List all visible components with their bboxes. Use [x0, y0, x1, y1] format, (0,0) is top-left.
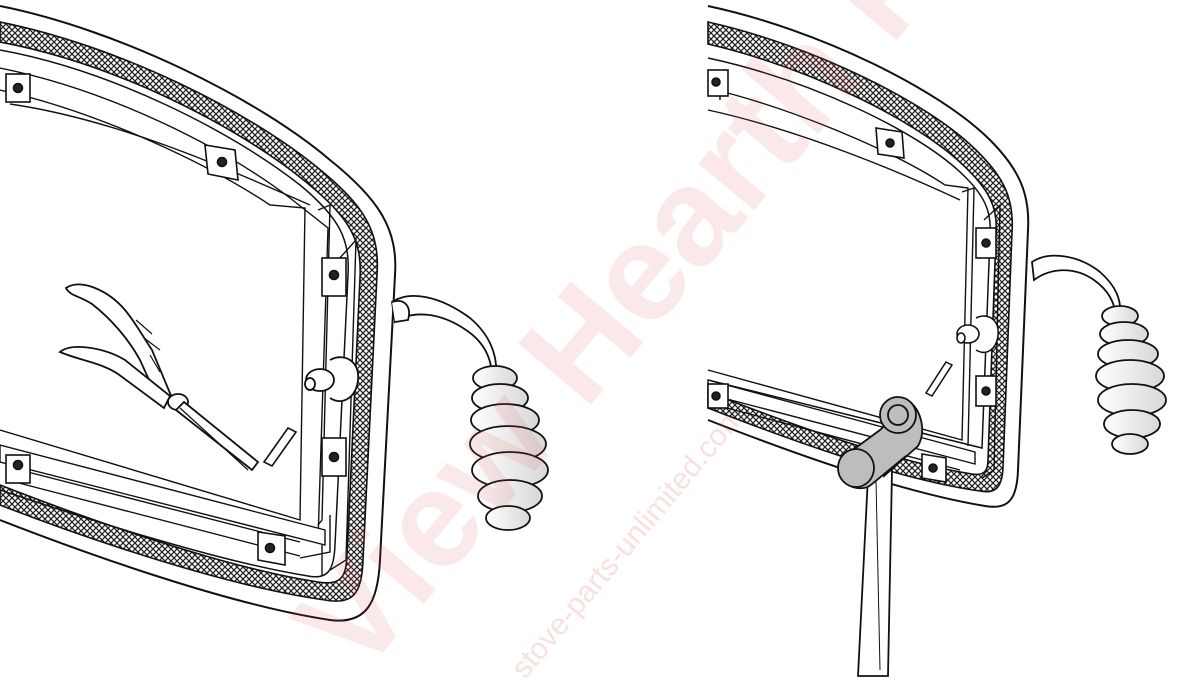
glass-clip: [5, 73, 31, 103]
glass-clip: [707, 69, 729, 97]
mallet-icon: [837, 396, 924, 677]
hinge-pin: [262, 426, 298, 468]
bottom-rail: [0, 444, 326, 557]
right-figure-door: [707, 5, 1030, 508]
glass-clip: [257, 531, 286, 566]
latch-knob: [956, 315, 999, 354]
latch-knob: [304, 356, 359, 402]
glass-clip: [204, 144, 239, 181]
door-inner-frame: [0, 49, 349, 578]
glass-clip: [321, 437, 347, 477]
hinge-pin: [924, 361, 954, 397]
glass-clip: [921, 453, 947, 483]
glass-clip: [875, 127, 905, 159]
glass-clip: [975, 375, 997, 407]
glass-clip: [975, 227, 997, 259]
spring-handle-icon: [469, 365, 549, 531]
rope-gasket: [0, 21, 379, 602]
pliers-icon: [58, 283, 260, 472]
glass-panel-edge: [707, 87, 969, 441]
glass-clip: [5, 454, 31, 484]
door-inner-frame: [707, 57, 992, 449]
spring-handle-icon: [1095, 305, 1167, 455]
glass-panel-edge: [0, 89, 306, 521]
left-figure-door: [0, 5, 397, 622]
glass-clip: [321, 257, 347, 297]
glass-clip: [707, 383, 729, 409]
door-handle: [391, 295, 498, 379]
